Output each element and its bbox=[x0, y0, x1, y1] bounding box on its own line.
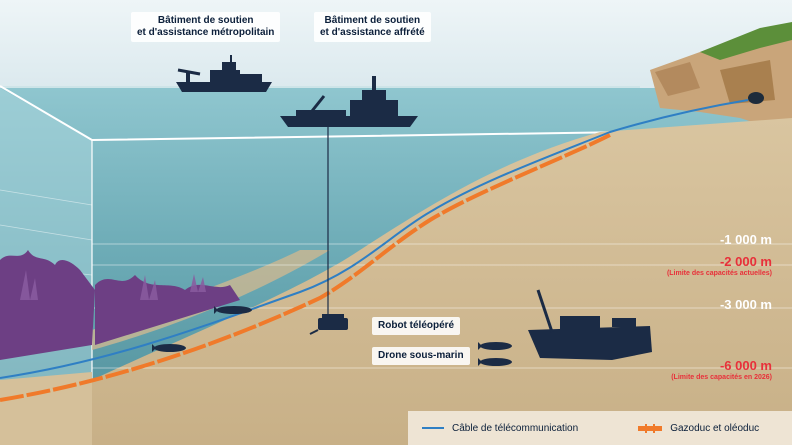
cliff-vegetation bbox=[700, 22, 792, 60]
coral-light bbox=[20, 270, 206, 300]
underwater-drone bbox=[152, 344, 186, 352]
depth-line-front bbox=[0, 224, 93, 241]
seabed-front bbox=[0, 372, 92, 445]
support-ship-metropolitan bbox=[176, 55, 272, 92]
underwater-drone bbox=[478, 342, 512, 350]
support-ship-chartered bbox=[280, 76, 418, 127]
underwater-drone bbox=[214, 306, 252, 314]
tunnel-entrance bbox=[748, 92, 764, 104]
legend: Câble de télécommunication Gazoduc et ol… bbox=[408, 411, 792, 445]
cliff bbox=[650, 24, 792, 135]
depth-note: (Limite des capacités actuelles) bbox=[666, 270, 772, 277]
cliff-rock bbox=[655, 62, 700, 96]
shipwreck bbox=[528, 289, 652, 360]
pipeline bbox=[0, 133, 611, 402]
legend-item-pipeline: Gazoduc et oléoduc bbox=[638, 423, 759, 434]
depth-marker-3000: -3 000 m bbox=[720, 297, 772, 312]
rov-robot bbox=[309, 314, 348, 335]
ship-label-line: Bâtiment de soutien bbox=[324, 15, 421, 26]
waterline bbox=[0, 85, 631, 142]
ship-label-line: et d'assistance affrété bbox=[320, 27, 425, 38]
seabed-slope bbox=[92, 118, 792, 445]
depth-marker-2000: -2 000 m (Limite des capacités actuelles… bbox=[667, 254, 772, 277]
cable-swatch-icon bbox=[422, 427, 444, 429]
drone-label: Drone sous-marin bbox=[372, 347, 470, 365]
depth-value: -6 000 m bbox=[719, 358, 772, 373]
underwater-drone bbox=[478, 358, 512, 366]
legend-item-cable: Câble de télécommunication bbox=[422, 423, 578, 434]
ship-label-line: et d'assistance métropolitain bbox=[137, 27, 275, 38]
depth-value: -1 000 m bbox=[719, 232, 772, 247]
ship-label-metropolitan: Bâtiment de soutien et d'assistance métr… bbox=[131, 12, 281, 42]
depth-value: -2 000 m bbox=[719, 254, 772, 269]
depth-line-front bbox=[0, 189, 93, 206]
ship-label-line: Bâtiment de soutien bbox=[157, 15, 254, 26]
rov-label: Robot téléopéré bbox=[372, 317, 461, 335]
depth-marker-6000: -6 000 m (Limite des capacités en 2026) bbox=[671, 358, 772, 381]
depth-marker-1000: -1 000 m bbox=[720, 232, 772, 247]
telecom-cable bbox=[0, 99, 749, 379]
legend-label: Gazoduc et oléoduc bbox=[670, 422, 760, 434]
legend-label: Câble de télécommunication bbox=[452, 422, 579, 434]
ship-label-chartered: Bâtiment de soutien et d'assistance affr… bbox=[314, 12, 431, 42]
depth-note: (Limite des capacités en 2026) bbox=[671, 374, 772, 381]
depth-value: -3 000 m bbox=[719, 297, 772, 312]
cliff-rock bbox=[720, 60, 775, 104]
coral bbox=[0, 250, 240, 360]
pipeline-swatch-icon bbox=[638, 423, 663, 433]
